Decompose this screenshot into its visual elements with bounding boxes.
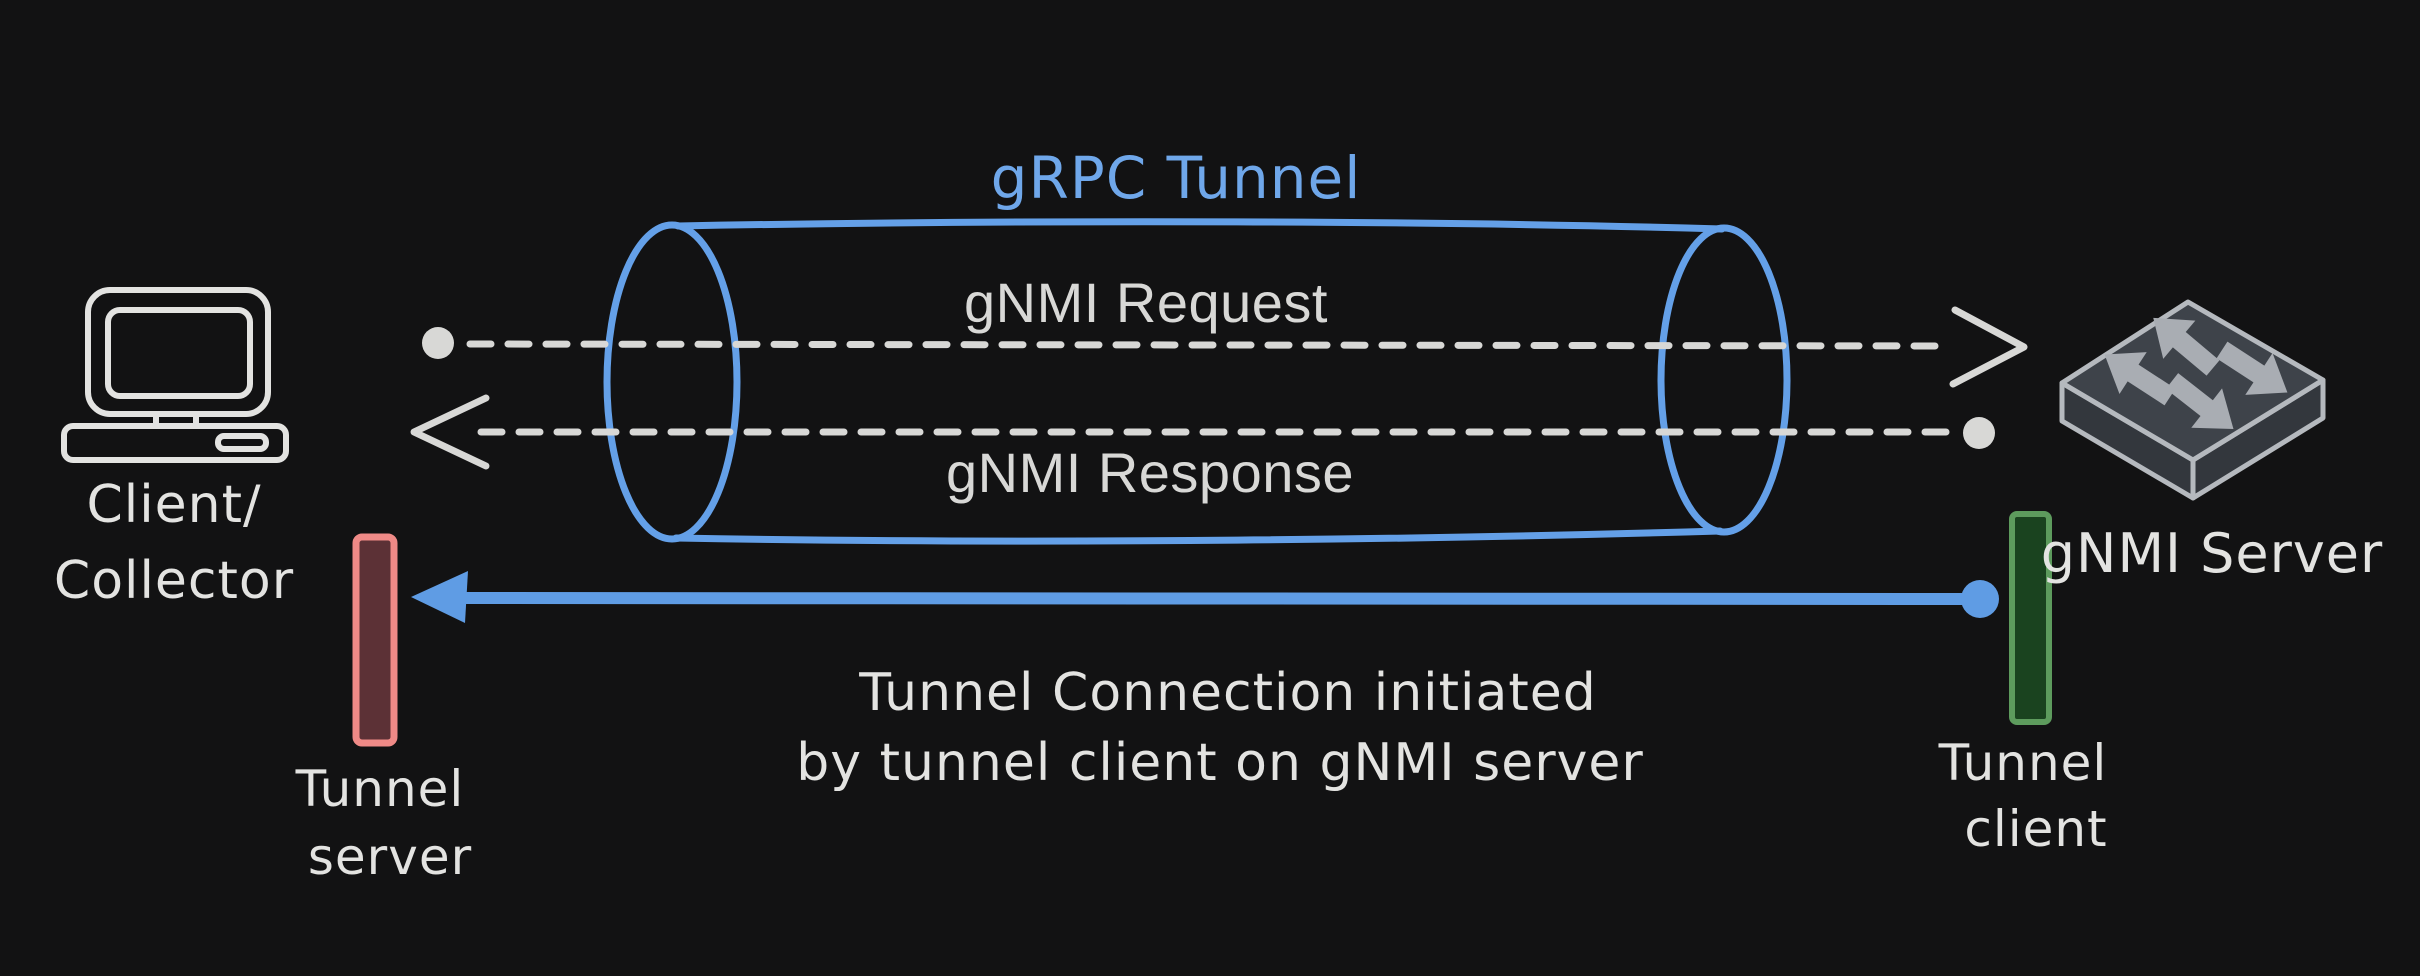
computer-base-slot [215,433,269,452]
tunnel-server-label-line1: Tunnel [295,760,465,818]
tunnel-connection-arrow [411,571,1999,623]
request-arrowhead [1949,306,2028,388]
connection-caption-line1: Tunnel Connection initiated [858,663,1596,723]
client-label-line1: Client/ [86,475,261,535]
tunnel-client-label-line1: Tunnel [1938,734,2108,792]
tunnel-cylinder [603,218,1791,545]
tunnel-server-label-line2: server [308,828,472,886]
connection-line [452,592,1968,605]
request-label: gNMI Request [964,271,1328,334]
gnmi-response-arrow [410,394,1995,470]
tunnel-server-bar [352,533,398,747]
response-arrowhead [410,394,490,470]
tunnel-client-label-line2: client [1964,800,2107,858]
tunnel-top-edge [674,218,1726,233]
request-dashed-line [466,340,1954,350]
gnmi-server-label: gNMI Server [2041,522,2383,585]
tunnel-client-bar [2009,511,2052,725]
connection-arrowhead [411,571,468,623]
network-switch-icon [2059,299,2326,501]
client-label-line2: Collector [54,551,294,611]
request-origin-dot [422,327,454,359]
computer-monitor-outline [85,287,271,417]
computer-icon [61,287,289,463]
switch-arrow-up-left-1 [2153,317,2220,376]
diagram-title: gRPC Tunnel [991,144,1362,212]
switch-arrows [2104,317,2288,430]
computer-base [61,423,289,463]
switch-top-face [2059,299,2326,463]
connection-origin-dot [1961,580,1999,618]
switch-arrow-down-right-1 [2216,341,2288,395]
tunnel-left-ellipse [603,221,741,543]
response-label: gNMI Response [946,441,1354,504]
tunnel-bottom-edge [672,527,1724,545]
response-origin-dot [1963,417,1995,449]
switch-arrow-down-right-2 [2165,373,2234,430]
tunnel-right-ellipse [1657,224,1791,536]
computer-screen [105,307,253,399]
switch-arrow-up-left-2 [2104,352,2176,406]
gnmi-request-arrow [422,306,2028,388]
connection-caption-line2: by tunnel client on gNMI server [796,733,1643,793]
